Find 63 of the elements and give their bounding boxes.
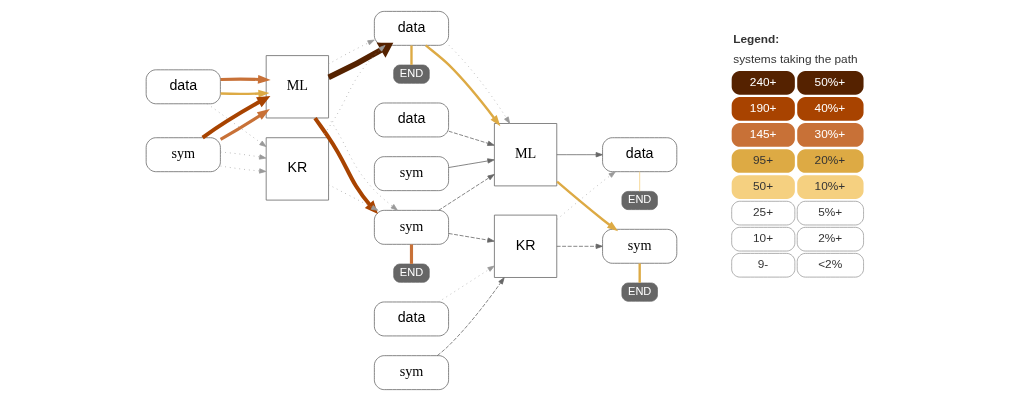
arrow bbox=[437, 174, 495, 211]
node-box: data bbox=[373, 11, 449, 46]
legend-label: 95+ bbox=[752, 152, 773, 167]
connector bbox=[638, 263, 641, 283]
legend-label: 50+ bbox=[752, 178, 773, 193]
node-box: sym bbox=[601, 228, 677, 264]
node-box: sym bbox=[373, 209, 449, 245]
arrow bbox=[555, 180, 618, 232]
arrow bbox=[447, 158, 494, 168]
arrow bbox=[437, 265, 495, 303]
arrow bbox=[219, 109, 270, 141]
node-box: ML bbox=[493, 123, 557, 187]
legend-label: 10%+ bbox=[814, 178, 845, 193]
arrow bbox=[220, 75, 271, 84]
node-box: data bbox=[601, 137, 677, 173]
label: Legend: bbox=[732, 32, 779, 47]
arrow bbox=[220, 89, 269, 98]
node-box: KR bbox=[493, 214, 557, 278]
node-box: data bbox=[373, 102, 449, 138]
legend-label: 145+ bbox=[749, 126, 776, 141]
arrow bbox=[219, 151, 266, 160]
legend-label: 190+ bbox=[749, 100, 776, 115]
legend-label: 25+ bbox=[752, 204, 773, 219]
label: systems taking the path bbox=[732, 52, 858, 67]
legend-label: 50%+ bbox=[814, 74, 845, 89]
arrow bbox=[555, 152, 603, 158]
arrow bbox=[555, 243, 603, 249]
node-box: sym bbox=[145, 137, 221, 173]
arrow bbox=[201, 95, 270, 140]
legend-label: <2% bbox=[817, 257, 842, 272]
arrow bbox=[327, 39, 375, 65]
arrow bbox=[447, 130, 494, 146]
arrow bbox=[206, 103, 266, 147]
legend-label: 20%+ bbox=[814, 152, 845, 167]
node-box: KR bbox=[265, 137, 329, 201]
node-box: END bbox=[621, 282, 658, 302]
legend-label: 30%+ bbox=[814, 126, 845, 141]
legend-label: 5%+ bbox=[817, 204, 842, 219]
node-box: sym bbox=[373, 355, 449, 390]
arrow bbox=[436, 277, 505, 357]
arrow bbox=[326, 42, 393, 80]
arrow bbox=[556, 171, 616, 220]
arrow bbox=[312, 116, 378, 214]
arrow bbox=[447, 233, 494, 243]
connector bbox=[409, 244, 413, 264]
legend-label: 2%+ bbox=[817, 230, 842, 245]
node-box: END bbox=[621, 191, 658, 210]
connector bbox=[409, 45, 413, 65]
connector bbox=[638, 171, 640, 192]
legend-label: 240+ bbox=[749, 74, 776, 89]
node-box: END bbox=[392, 263, 430, 283]
legend-label: 40%+ bbox=[814, 100, 845, 115]
node-box: END bbox=[392, 64, 430, 84]
legend-label: 9- bbox=[757, 257, 768, 272]
arrow bbox=[424, 44, 500, 127]
node-box: ML bbox=[265, 55, 329, 119]
node-box: data bbox=[373, 301, 449, 337]
legend-label: 10+ bbox=[752, 230, 773, 245]
arrow bbox=[327, 184, 378, 211]
arrow bbox=[327, 116, 398, 211]
arrow bbox=[447, 44, 510, 124]
node-box: data bbox=[145, 69, 221, 105]
node-box: sym bbox=[373, 156, 449, 192]
